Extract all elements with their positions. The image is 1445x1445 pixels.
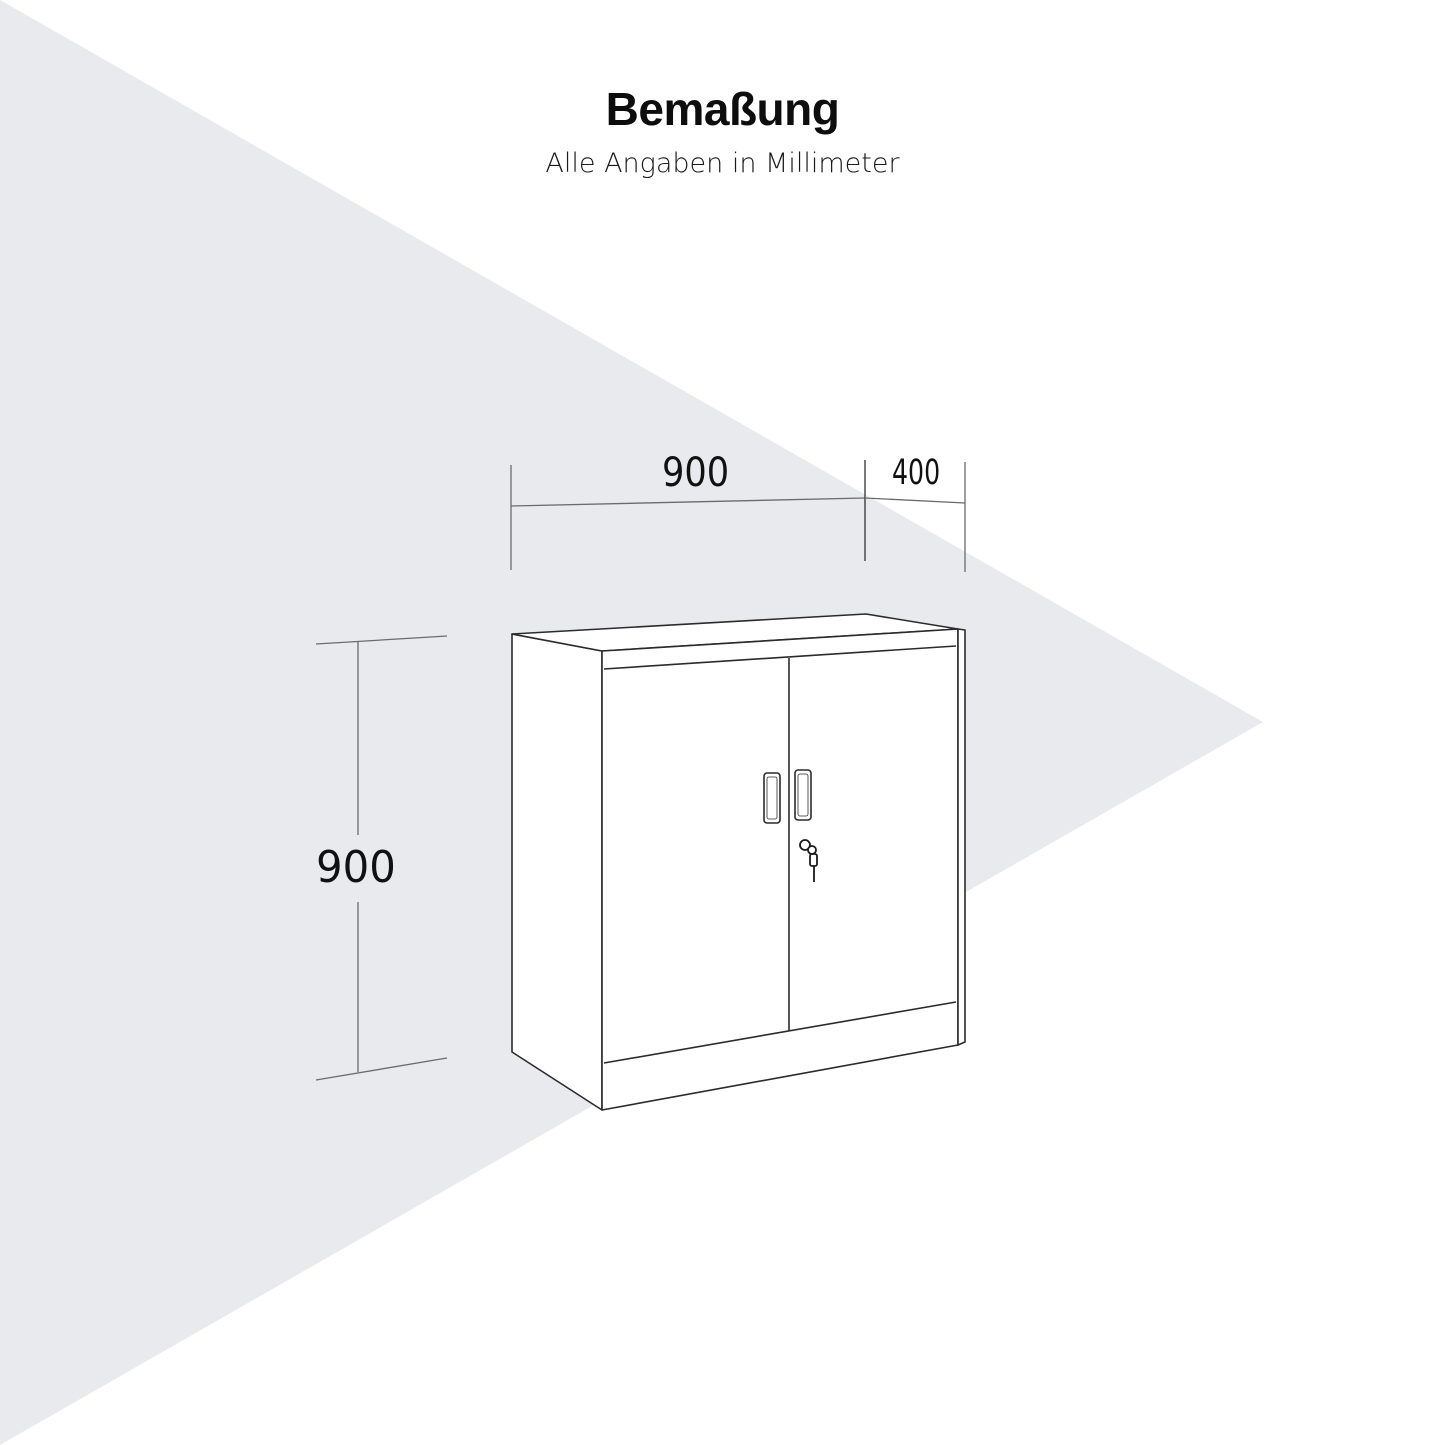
depth-label: 400: [892, 453, 941, 493]
page-title: Bemaßung: [605, 83, 840, 135]
width-label: 900: [662, 450, 730, 496]
key-lock-icon: [799, 839, 818, 882]
height-label: 900: [316, 842, 396, 893]
page-subtitle: Alle Angaben in Millimeter: [545, 148, 900, 179]
door-handles: [763, 769, 812, 824]
